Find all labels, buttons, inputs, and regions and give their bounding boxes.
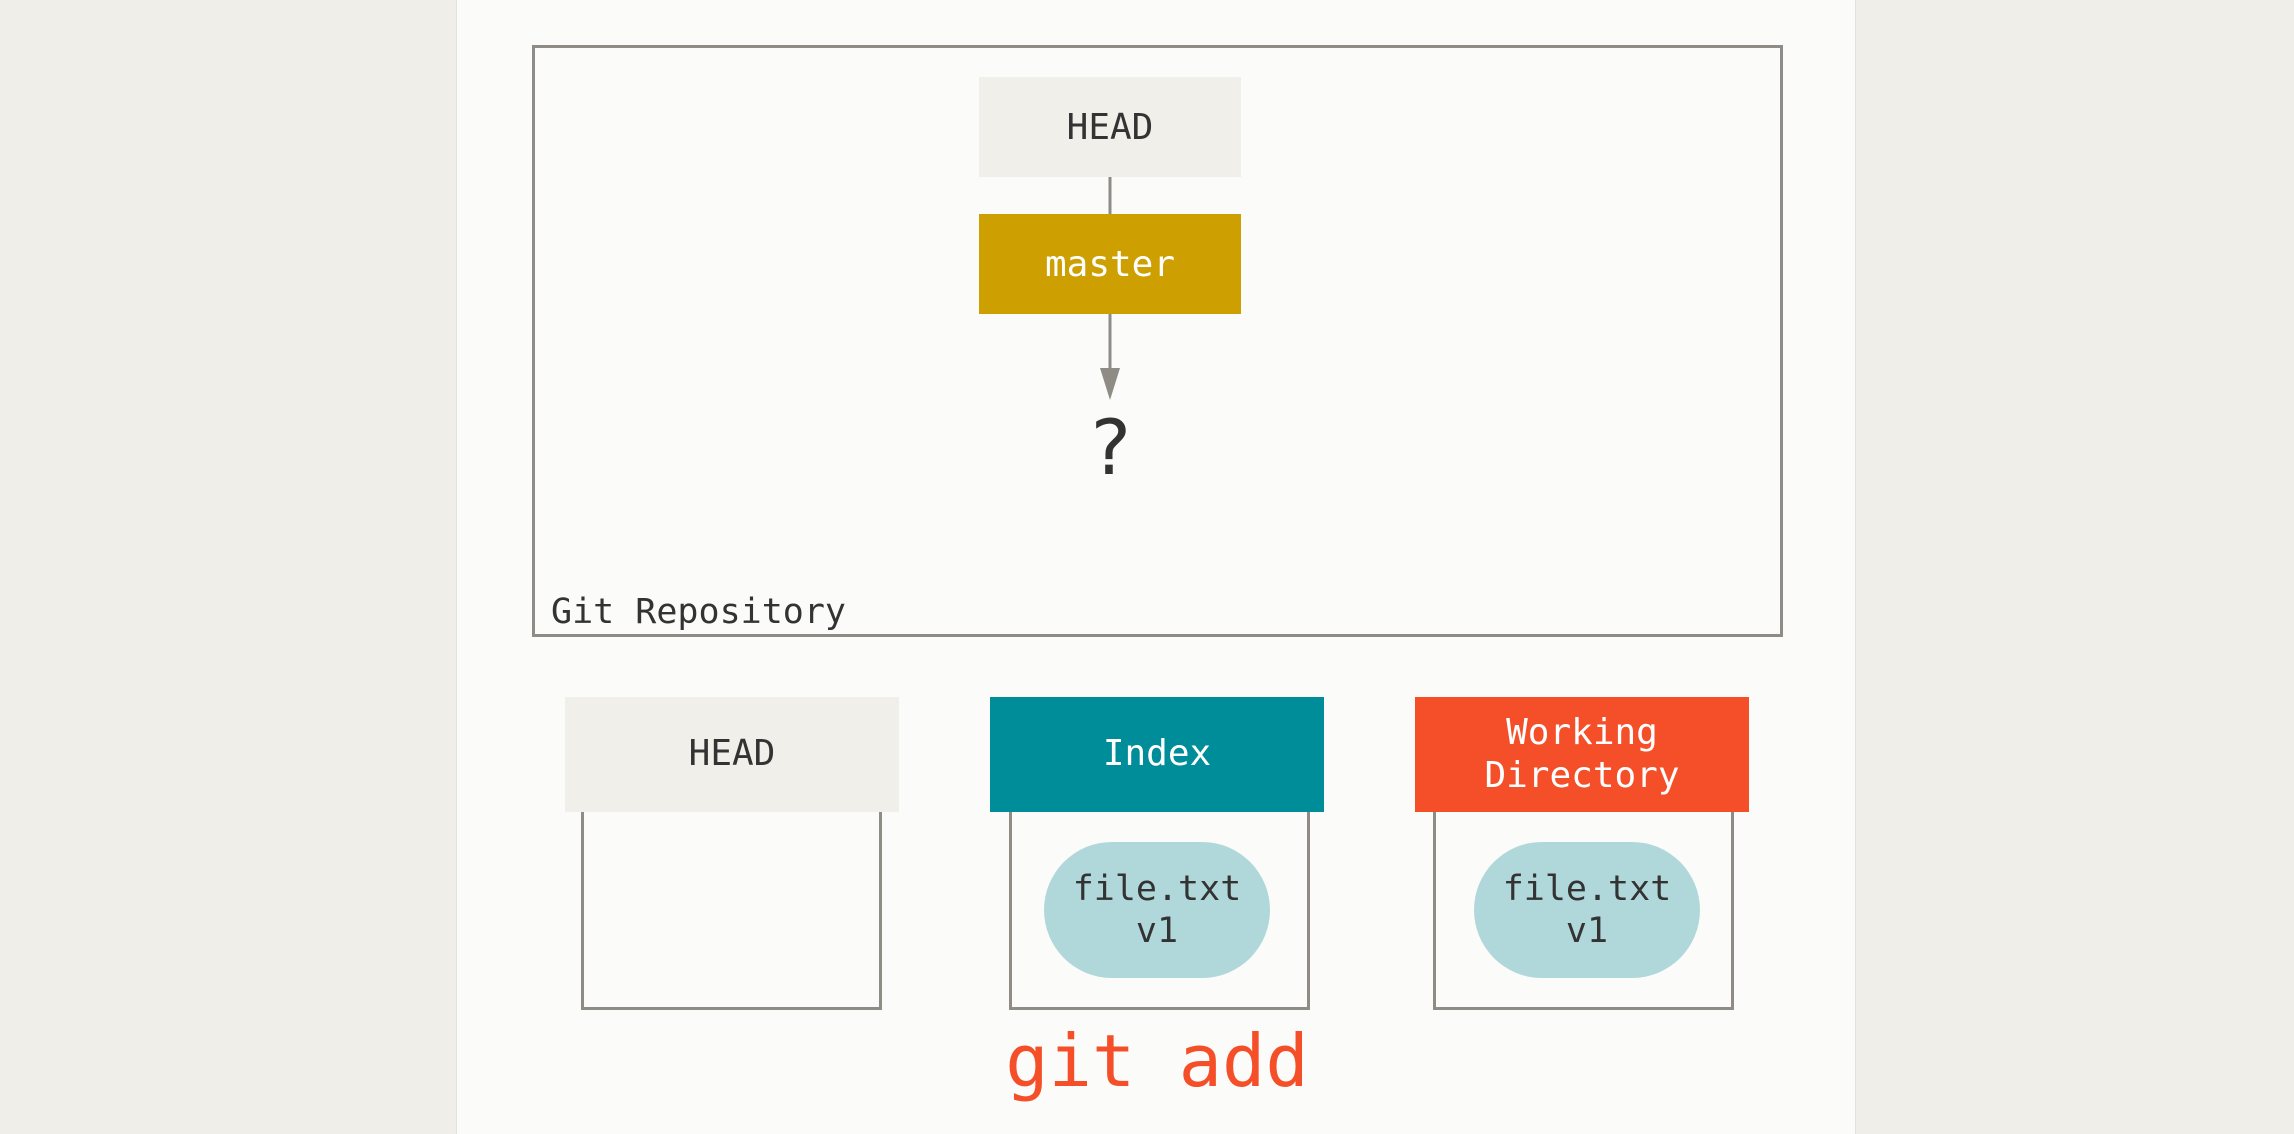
working-directory-label-line-2: Directory: [1484, 754, 1680, 796]
git-add-command: git add: [1005, 1019, 1309, 1103]
working-directory-file-name: file.txt: [1502, 869, 1672, 909]
index-tree-header: Index: [990, 697, 1324, 812]
head-tree-body: [581, 812, 882, 1010]
unknown-commit: ?: [1087, 403, 1133, 492]
git-repository-box: Git Repository: [532, 45, 1783, 637]
head-tree-header: HEAD: [565, 697, 899, 812]
master-branch-ref: master: [979, 214, 1241, 314]
head-tree-label: HEAD: [688, 733, 776, 775]
index-file-blob: file.txt v1: [1044, 842, 1270, 978]
working-directory-file-version: v1: [1565, 911, 1609, 951]
index-file-version: v1: [1135, 911, 1179, 951]
index-file-name: file.txt: [1072, 869, 1242, 909]
index-tree-body: [1009, 812, 1310, 1010]
diagram-page: Git Repository HEAD master ? HEAD Index …: [456, 0, 1856, 1134]
head-ref: HEAD: [979, 77, 1241, 177]
working-directory-label-line-1: Working: [1506, 712, 1658, 754]
working-directory-label: Working Directory: [1484, 712, 1679, 797]
working-directory-tree-header: Working Directory: [1415, 697, 1749, 812]
git-repository-label: Git Repository: [551, 592, 847, 632]
working-directory-file-blob: file.txt v1: [1474, 842, 1700, 978]
working-directory-tree-body: [1433, 812, 1734, 1010]
index-tree-label: Index: [1102, 733, 1212, 775]
